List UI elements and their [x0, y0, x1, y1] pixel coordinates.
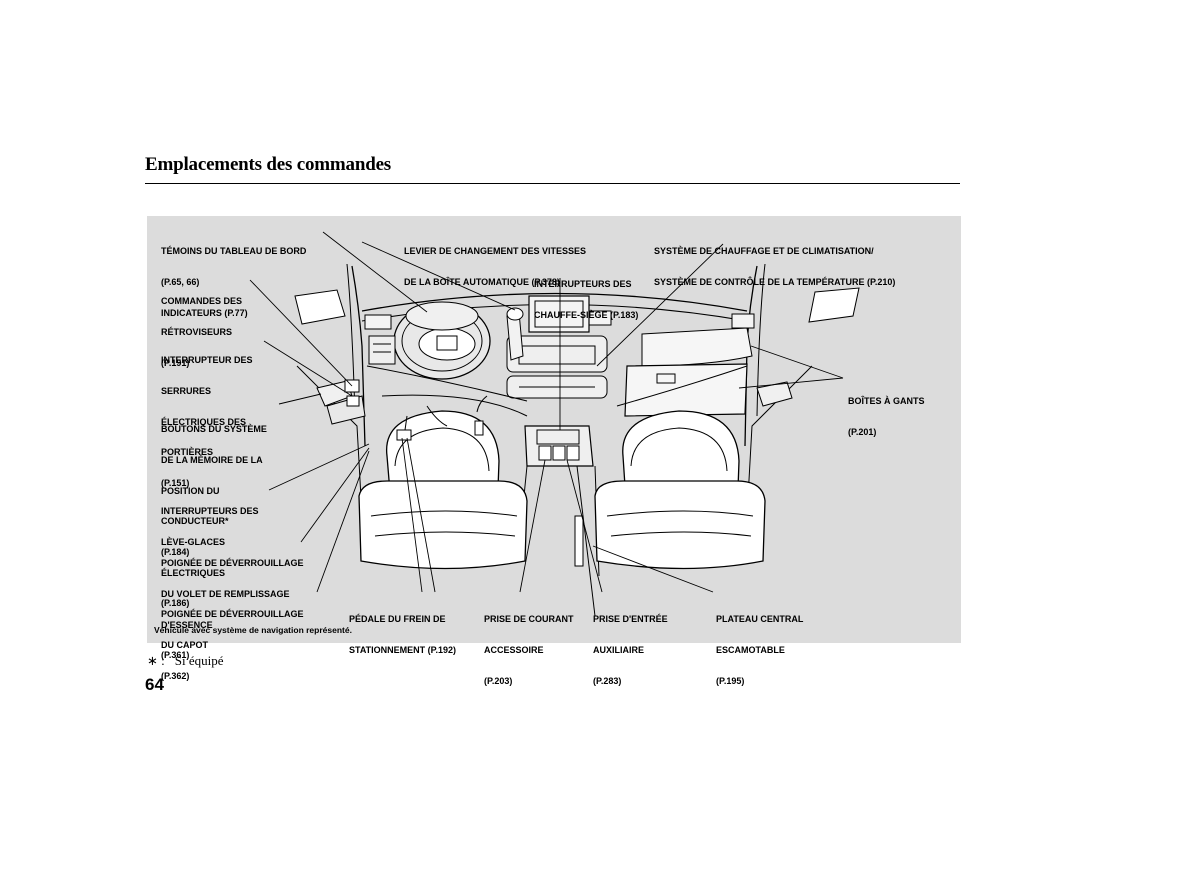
label-prise-courant: PRISE DE COURANT ACCESSOIRE (P.203): [484, 614, 574, 686]
label-boites-gants: BOÎTES À GANTS (P.201): [848, 396, 925, 438]
label-volet: POIGNÉE DE DÉVERROUILLAGE DU VOLET DE RE…: [161, 558, 304, 661]
car-interior-illustration: [249, 231, 860, 617]
page-title: Emplacements des commandes: [145, 154, 392, 175]
footnote: ∗ : Si équipé: [147, 653, 224, 669]
label-prise-entree: PRISE D'ENTRÉE AUXILIAIRE (P.283): [593, 614, 668, 686]
label-chauffe-siege: INTERRUPTEURS DES CHAUFFE-SIÈGE (P.183): [534, 279, 639, 321]
label-memoire: BOUTONS DU SYSTÈME DE LA MÉMOIRE DE LA P…: [161, 424, 267, 557]
label-levier: LEVIER DE CHANGEMENT DES VITESSES DE LA …: [404, 246, 587, 288]
title-rule: [145, 183, 960, 184]
label-chauffage: SYSTÈME DE CHAUFFAGE ET DE CLIMATISATION…: [654, 246, 896, 288]
diagram-panel: TÉMOINS DU TABLEAU DE BORD (P.65, 66) IN…: [147, 216, 961, 686]
label-serrures: INTERRUPTEUR DES SERRURES ÉLECTRIQUES DE…: [161, 355, 253, 488]
footnote-symbol: ∗ :: [147, 653, 165, 668]
label-plateau: PLATEAU CENTRAL ESCAMOTABLE (P.195): [716, 614, 804, 686]
label-temoins: TÉMOINS DU TABLEAU DE BORD (P.65, 66) IN…: [161, 246, 307, 318]
label-retroviseurs: COMMANDES DES RÉTROVISEURS (P.191): [161, 296, 243, 368]
page-number: 64: [145, 675, 164, 694]
footnote-text: Si équipé: [174, 653, 224, 668]
label-frein: PÉDALE DU FREIN DE STATIONNEMENT (P.192): [349, 614, 457, 656]
label-leve-glaces: INTERRUPTEURS DES LÈVE-GLACES ÉLECTRIQUE…: [161, 506, 259, 609]
label-capot: POIGNÉE DE DÉVERROUILLAGE DU CAPOT (P.36…: [161, 609, 304, 681]
panel-note: Véhicule avec système de navigation repr…: [154, 625, 352, 635]
